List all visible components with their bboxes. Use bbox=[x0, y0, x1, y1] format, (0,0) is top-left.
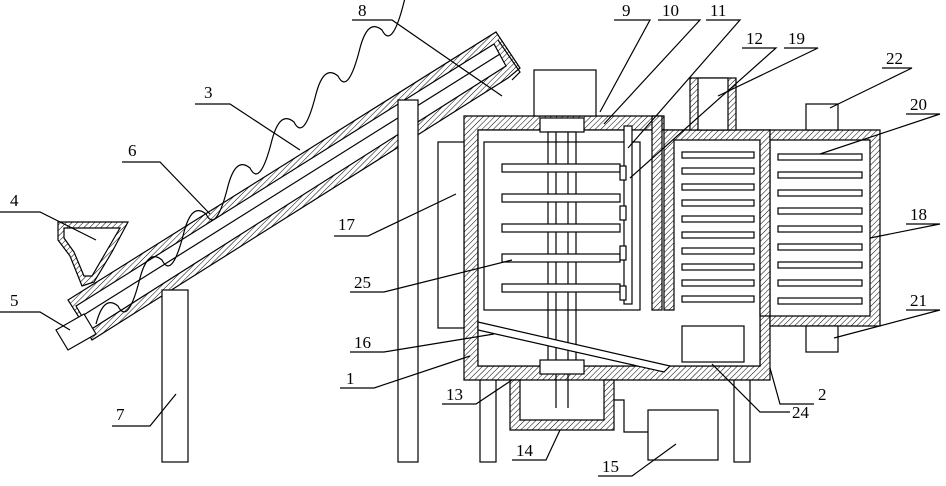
label-14: 14 bbox=[516, 441, 534, 460]
label-15: 15 bbox=[602, 457, 619, 476]
label-18: 18 bbox=[910, 205, 927, 224]
frame-leg-left bbox=[398, 100, 418, 462]
label-4: 4 bbox=[10, 191, 19, 210]
heating-plates bbox=[778, 154, 862, 304]
label-6: 6 bbox=[128, 141, 137, 160]
label-1: 1 bbox=[346, 369, 355, 388]
conveyor-support-leg bbox=[162, 290, 188, 462]
label-21: 21 bbox=[910, 291, 927, 310]
label-9: 9 bbox=[622, 1, 631, 20]
frame-leg-mid bbox=[480, 378, 496, 462]
stirrer-motor bbox=[534, 70, 596, 116]
label-7: 7 bbox=[116, 405, 125, 424]
label-3: 3 bbox=[204, 83, 213, 102]
partition-plate bbox=[652, 116, 662, 310]
label-17: 17 bbox=[338, 215, 356, 234]
label-19: 19 bbox=[788, 29, 805, 48]
air-outlet bbox=[806, 326, 838, 352]
label-16: 16 bbox=[354, 333, 371, 352]
collection-box bbox=[510, 380, 614, 430]
heating-chamber bbox=[770, 104, 880, 352]
label-24: 24 bbox=[792, 403, 810, 422]
pump bbox=[648, 410, 718, 460]
pipe bbox=[614, 400, 648, 432]
label-22: 22 bbox=[886, 49, 903, 68]
label-10: 10 bbox=[662, 1, 679, 20]
side-plate bbox=[438, 142, 464, 328]
label-5: 5 bbox=[10, 291, 19, 310]
control-box bbox=[682, 326, 744, 362]
label-11: 11 bbox=[710, 1, 726, 20]
bottom-bearing bbox=[540, 360, 584, 374]
label-12: 12 bbox=[746, 29, 763, 48]
label-8: 8 bbox=[358, 1, 367, 20]
label-25: 25 bbox=[354, 273, 371, 292]
label-13: 13 bbox=[446, 385, 463, 404]
air-inlet bbox=[806, 104, 838, 130]
top-bearing bbox=[540, 118, 584, 132]
label-20: 20 bbox=[910, 95, 927, 114]
label-2: 2 bbox=[818, 385, 827, 404]
screw-shaft bbox=[82, 54, 500, 316]
frame-leg-right bbox=[734, 378, 750, 462]
